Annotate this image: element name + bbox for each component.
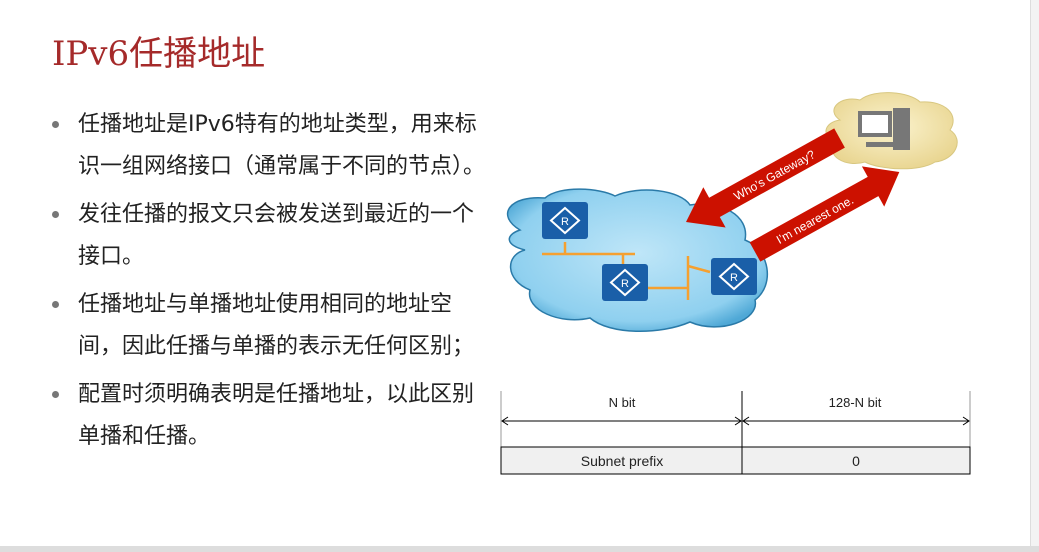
bullet-item: 任播地址是IPv6特有的地址类型，用来标识一组网络接口（通常属于不同的节点）。 xyxy=(52,104,492,187)
bottom-bar xyxy=(0,546,1039,552)
slide-title: IPv6任播地址 xyxy=(52,34,266,74)
subnet-prefix-field: Subnet prefix xyxy=(581,453,664,469)
bullet-icon xyxy=(52,121,59,128)
bullet-item: 任播地址与单播地址使用相同的地址空间，因此任播与单播的表示无任何区别； xyxy=(52,284,492,367)
router-icon: R xyxy=(602,264,648,301)
bullet-text: 发往任播的报文只会被发送到最近的一个接口。 xyxy=(78,202,475,269)
svg-text:R: R xyxy=(561,216,569,228)
bullet-icon xyxy=(52,301,59,308)
bullet-text: 配置时须明确表明是任播地址，以此区别单播和任播。 xyxy=(78,382,475,449)
bullet-item: 发往任播的报文只会被发送到最近的一个接口。 xyxy=(52,194,492,277)
svg-text:Who’s Gateway?: Who’s Gateway? xyxy=(731,147,817,203)
bullet-icon xyxy=(52,391,59,398)
bullet-icon xyxy=(52,211,59,218)
zero-field: 0 xyxy=(852,453,860,469)
address-format-diagram: N bit 128-N bit Subnet prefix 0 xyxy=(500,391,971,475)
router-icon: R xyxy=(542,202,588,239)
svg-text:R: R xyxy=(621,278,629,290)
n-bit-label: N bit xyxy=(609,395,636,410)
svg-text:I’m nearest one.: I’m nearest one. xyxy=(774,193,856,247)
network-links xyxy=(542,242,711,300)
bullet-list: 任播地址是IPv6特有的地址类型，用来标识一组网络接口（通常属于不同的节点）。 … xyxy=(52,104,492,464)
computer-icon xyxy=(858,108,910,150)
remaining-bit-label: 128-N bit xyxy=(829,395,882,410)
bullet-item: 配置时须明确表明是任播地址，以此区别单播和任播。 xyxy=(52,374,492,457)
vertical-scrollbar[interactable] xyxy=(1030,0,1039,552)
svg-text:R: R xyxy=(730,272,738,284)
bullet-text: 任播地址与单播地址使用相同的地址空间，因此任播与单播的表示无任何区别； xyxy=(78,292,475,359)
bullet-text: 任播地址是IPv6特有的地址类型，用来标识一组网络接口（通常属于不同的节点）。 xyxy=(78,112,486,179)
router-icon: R xyxy=(711,258,757,295)
